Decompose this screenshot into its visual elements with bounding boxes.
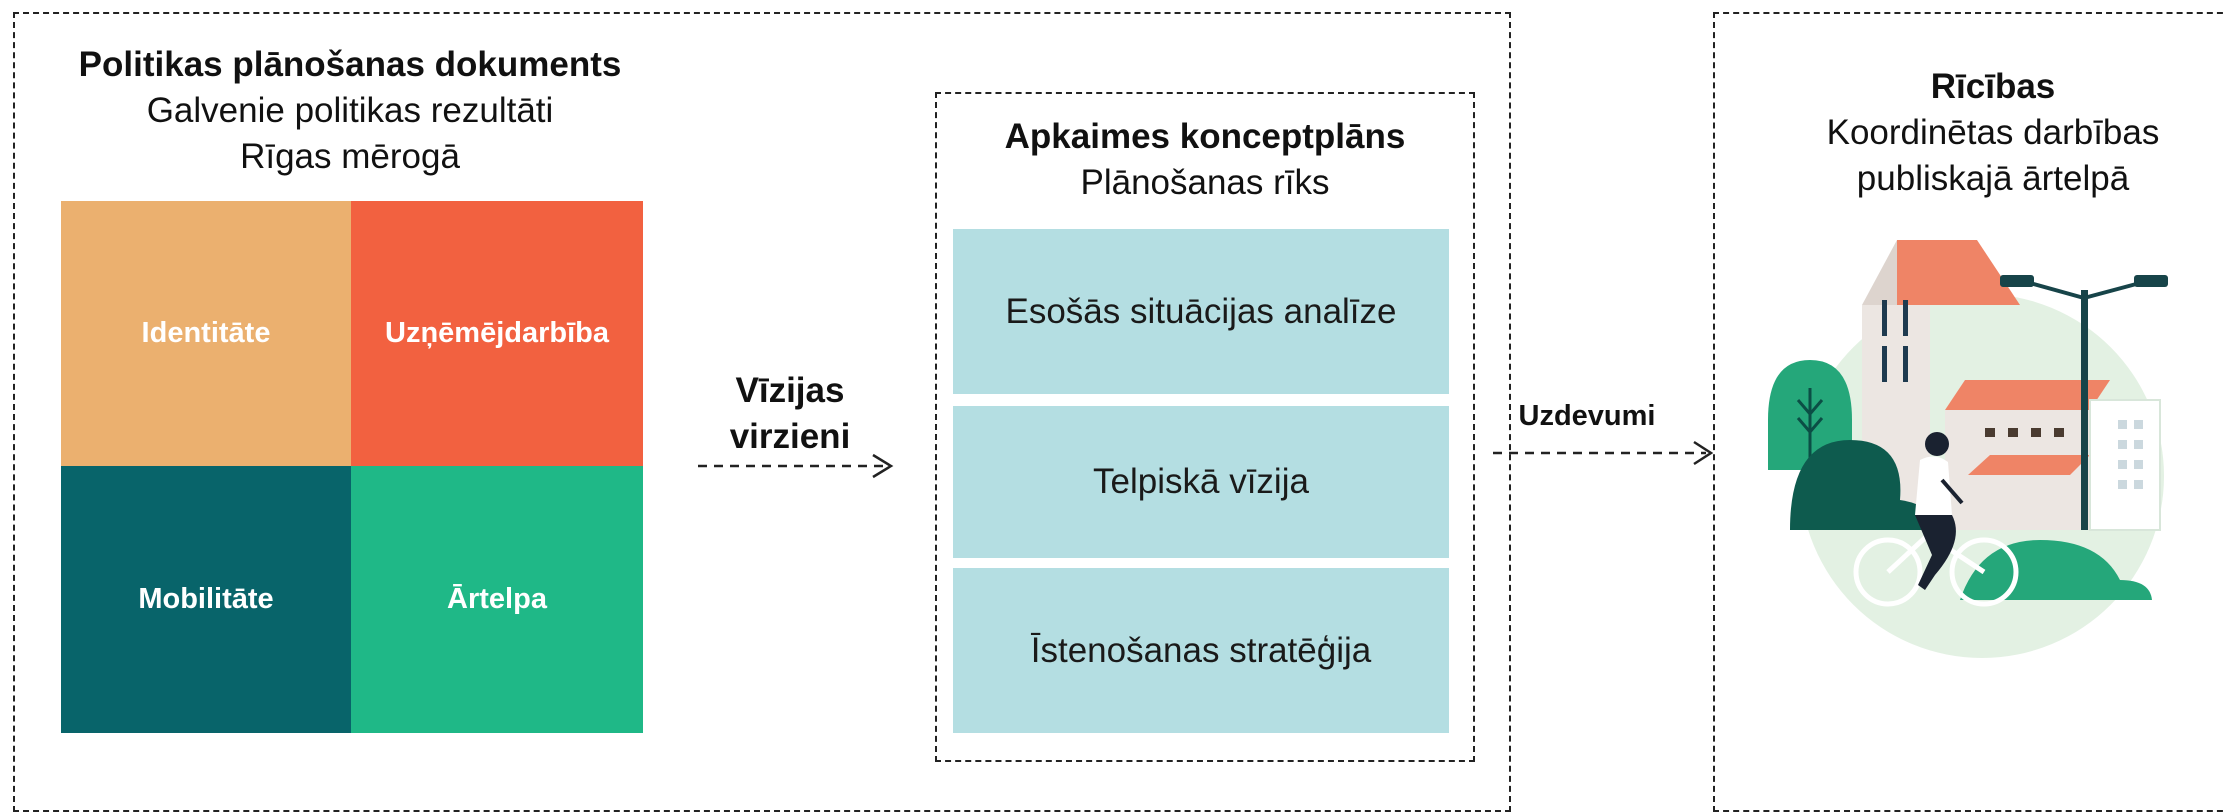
concept-title: Apkaimes konceptplāns: [1004, 117, 1406, 156]
concept-plan-frame: [935, 92, 1475, 762]
tasks-arrow: [1493, 440, 1714, 466]
tasks-label: Uzdevumi: [1518, 400, 1656, 432]
concept-subtitle: Plānošanas rīks: [1080, 163, 1330, 202]
vision-directions-label: Vīzijas virzieni: [690, 368, 890, 460]
policy-subtitle-line2: Rīgas mērogā: [240, 137, 460, 176]
policy-title: Politikas plānošanas dokuments: [78, 45, 622, 84]
step-situation-analysis: Esošās situācijas analīze: [953, 229, 1449, 394]
vision-arrow: [698, 453, 894, 479]
vision-label-line1: Vīzijas: [735, 371, 845, 410]
tile-mobility: Mobilitāte: [61, 466, 351, 733]
actions-subtitle-line1: Koordinētas darbības: [1826, 113, 2160, 152]
tile-enterprise: Uzņēmējdarbība: [351, 201, 643, 466]
step-implementation-strategy: Īstenošanas stratēģija: [953, 568, 1449, 733]
actions-subtitle-line2: publiskajā ārtelpā: [1856, 159, 2130, 198]
policy-subtitle-line1: Galvenie politikas rezultāti: [146, 91, 554, 130]
policy-title-block: Politikas plānošanas dokuments Galvenie …: [40, 42, 660, 180]
tile-public-space: Ārtelpa: [351, 466, 643, 733]
concept-title-block: Apkaimes konceptplāns Plānošanas rīks: [935, 114, 1475, 206]
step-spatial-vision: Telpiskā vīzija: [953, 406, 1449, 558]
actions-title: Rīcības: [1930, 67, 2056, 106]
tile-identity: Identitāte: [61, 201, 351, 466]
city-cyclist-illustration: [1768, 240, 2168, 658]
vision-label-line2: virzieni: [729, 417, 851, 456]
actions-title-block: Rīcības Koordinētas darbības publiskajā …: [1713, 64, 2226, 202]
